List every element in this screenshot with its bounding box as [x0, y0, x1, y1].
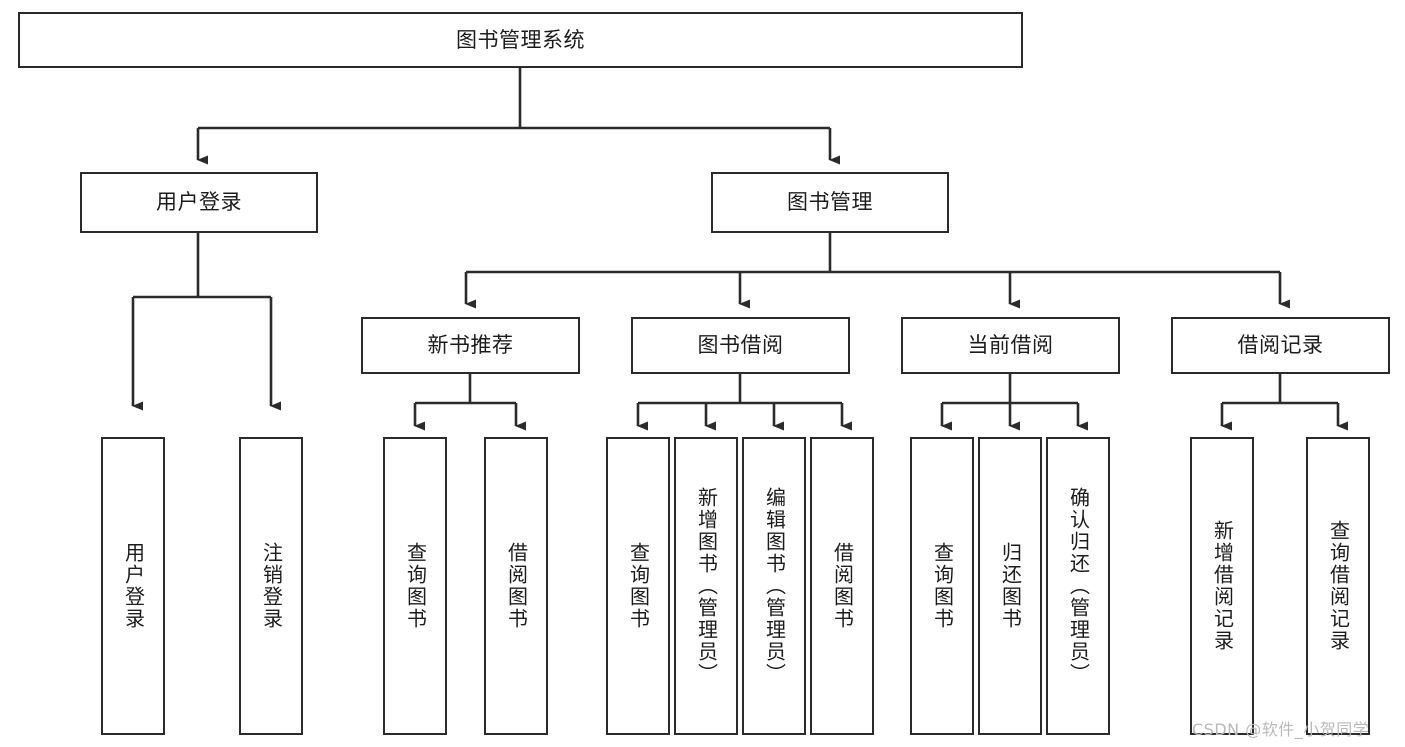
leaf-book-borrow-add-book-admin[interactable]: 新增图书（管理员） — [674, 437, 738, 735]
node-label: 查询图书 — [403, 542, 428, 630]
node-label: 注销登录 — [259, 542, 284, 630]
node-book-management[interactable]: 图书管理 — [711, 172, 949, 233]
node-current-borrowing[interactable]: 当前借阅 — [901, 317, 1120, 374]
leaf-current-borrow-query-book[interactable]: 查询图书 — [910, 437, 974, 735]
node-book-borrowing[interactable]: 图书借阅 — [631, 317, 850, 374]
node-new-book-recommendation[interactable]: 新书推荐 — [361, 317, 580, 374]
leaf-new-book-query-book[interactable]: 查询图书 — [383, 437, 447, 735]
node-label: 借阅图书 — [504, 542, 529, 630]
node-borrowing-record[interactable]: 借阅记录 — [1171, 317, 1390, 374]
leaf-user-login-sign-out[interactable]: 注销登录 — [239, 437, 303, 735]
leaf-current-borrow-confirm-return-admin[interactable]: 确认归还（管理员） — [1046, 437, 1110, 735]
node-label: 查询借阅记录 — [1326, 520, 1351, 652]
node-label: 借阅记录 — [1237, 333, 1324, 358]
node-label: 查询图书 — [930, 542, 955, 630]
leaf-book-borrow-edit-book-admin[interactable]: 编辑图书（管理员） — [742, 437, 806, 735]
node-root-book-management-system[interactable]: 图书管理系统 — [18, 12, 1023, 68]
leaf-user-login-sign-in[interactable]: 用户登录 — [101, 437, 165, 735]
node-label: 用户登录 — [121, 542, 146, 630]
leaf-borrow-record-add-record[interactable]: 新增借阅记录 — [1190, 437, 1254, 735]
node-label: 新增图书（管理员） — [694, 487, 719, 685]
leaf-book-borrow-borrow-book[interactable]: 借阅图书 — [810, 437, 874, 735]
node-label: 当前借阅 — [967, 333, 1054, 358]
node-label: 图书管理 — [787, 190, 873, 215]
node-user-login[interactable]: 用户登录 — [80, 172, 318, 233]
node-label: 确认归还（管理员） — [1066, 487, 1091, 685]
leaf-current-borrow-return-book[interactable]: 归还图书 — [978, 437, 1042, 735]
node-label: 新书推荐 — [427, 333, 514, 358]
node-label: 新增借阅记录 — [1210, 520, 1235, 652]
node-label: 查询图书 — [626, 542, 651, 630]
node-label: 用户登录 — [156, 190, 242, 215]
node-label: 归还图书 — [998, 542, 1023, 630]
leaf-borrow-record-query-record[interactable]: 查询借阅记录 — [1306, 437, 1370, 735]
node-label: 编辑图书（管理员） — [762, 487, 787, 685]
leaf-book-borrow-query-book[interactable]: 查询图书 — [606, 437, 670, 735]
leaf-new-book-borrow-book[interactable]: 借阅图书 — [484, 437, 548, 735]
node-label: 图书管理系统 — [456, 27, 585, 52]
node-label: 借阅图书 — [830, 542, 855, 630]
node-label: 图书借阅 — [697, 333, 784, 358]
